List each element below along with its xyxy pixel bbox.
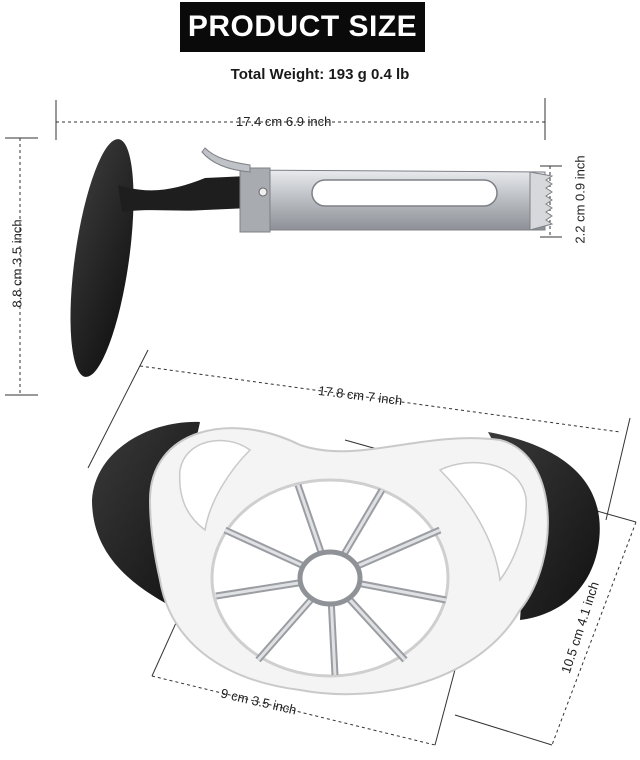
corer-slot <box>311 179 498 207</box>
corer-neck <box>118 176 250 212</box>
apple-corer <box>70 139 554 377</box>
corer-height-label: 8.8 cm 3.5 inch <box>9 219 25 308</box>
total-weight-label: Total Weight: 193 g 0.4 lb <box>230 66 410 83</box>
slicer-left-hole <box>178 439 252 532</box>
corer-serrated-tip <box>529 171 554 231</box>
slicer-core-cutter <box>297 549 363 607</box>
corer-handle <box>70 139 134 377</box>
corer-diameter-label: 2.2 cm 0.9 inch <box>572 155 588 244</box>
product-size-title: PRODUCT SIZE <box>180 2 425 52</box>
apple-slicer <box>92 421 600 696</box>
slicer-right-hole <box>438 461 527 582</box>
slicer-width-dimension <box>87 349 631 521</box>
corer-height-dimension <box>5 137 38 396</box>
corer-lever <box>201 147 251 173</box>
corer-length-dimension <box>55 98 546 140</box>
corer-length-label: 17.4 cm 6.9 inch <box>236 114 332 129</box>
corer-diameter-dimension <box>540 165 562 238</box>
corer-collar <box>239 167 271 233</box>
